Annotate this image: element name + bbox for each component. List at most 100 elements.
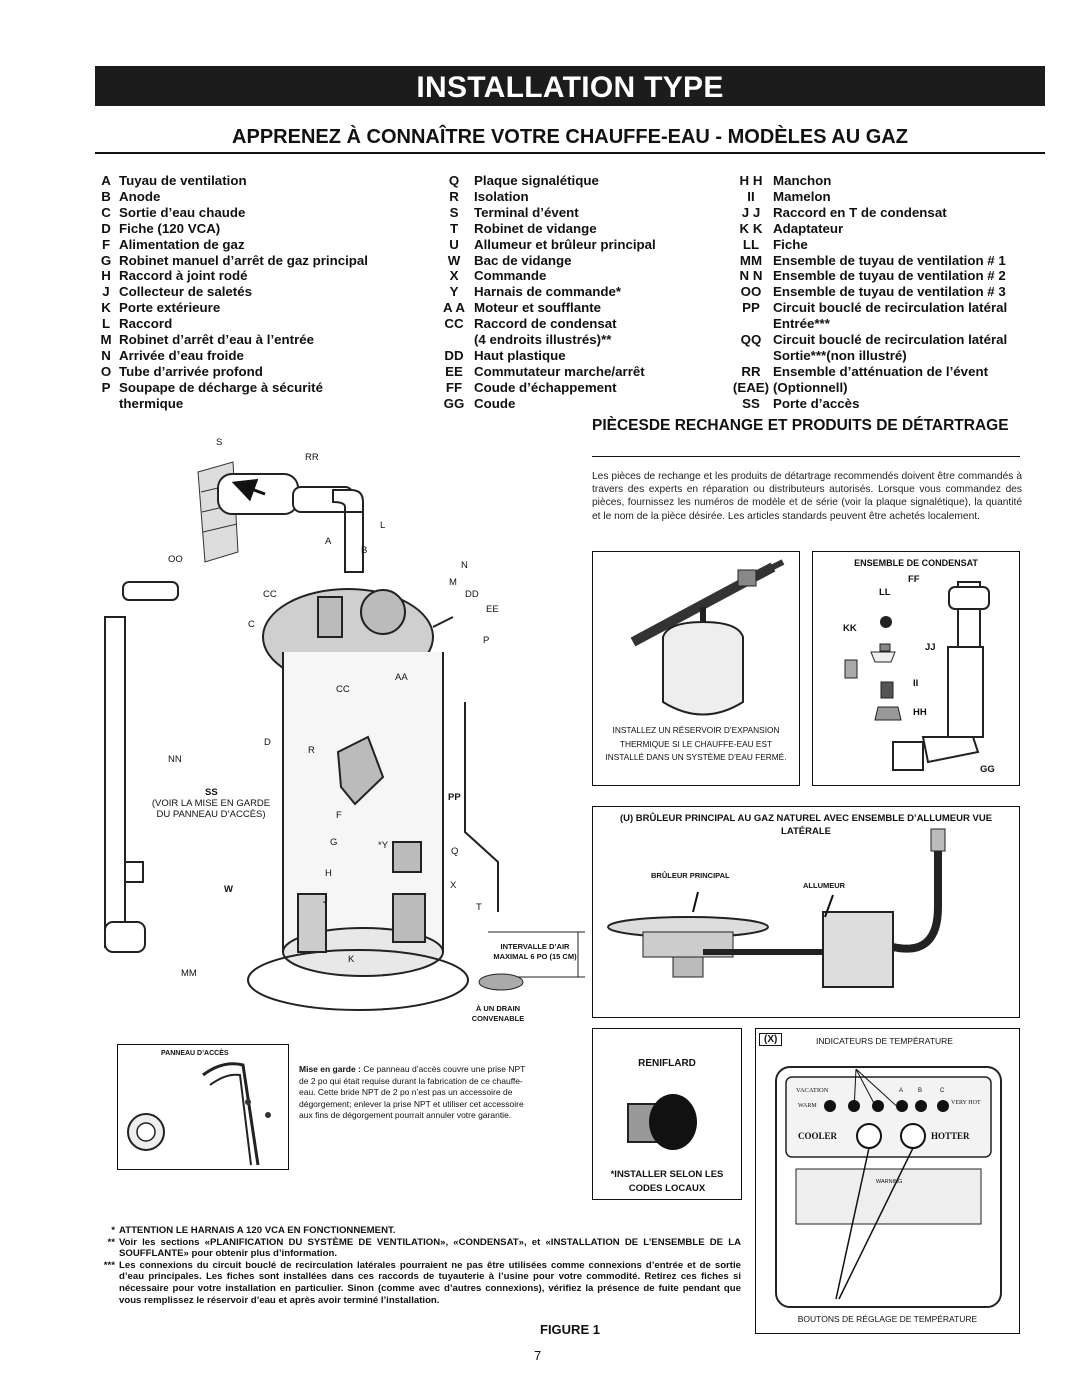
legend-code: FF <box>445 379 463 395</box>
footnote-mark: *** <box>103 1259 115 1271</box>
c-label: C <box>940 1088 945 1094</box>
label-a: A <box>325 536 332 547</box>
legend-code: M <box>100 332 112 348</box>
footnote-text: Les connexions du circuit bouclé de reci… <box>119 1259 741 1306</box>
legend-code: W <box>447 252 461 268</box>
figure-caption: FIGURE 1 <box>540 1322 600 1337</box>
legend-text: Anode <box>119 188 161 204</box>
legend-text: Coude <box>474 395 516 411</box>
legend-code: (EAE) <box>732 379 770 395</box>
footnote-mark: ** <box>107 1236 115 1248</box>
access-panel-title: PANNEAU D’ACCÈS <box>161 1050 229 1057</box>
legend-code <box>93 396 119 412</box>
access-panel-box: PANNEAU D’ACCÈS <box>117 1044 289 1170</box>
legend-text: Robinet d’arrêt d’eau à l’entrée <box>119 332 315 348</box>
legend-text: Manchon <box>773 173 832 188</box>
legend-item: Q Plaque signalétique <box>434 173 656 189</box>
footnote: * ATTENTION LE HARNAIS A 120 VCA EN FONCT… <box>93 1225 741 1237</box>
legend-code: OO <box>740 284 762 300</box>
legend-text: Bac de vidange <box>474 252 572 268</box>
breather-drawing <box>627 1094 697 1150</box>
label-p: P <box>483 635 490 646</box>
legend-text: Coude d’échappement <box>474 379 617 395</box>
label-hh: HH <box>913 707 927 718</box>
label-oo: OO <box>168 554 183 565</box>
legend-text: Porte d’accès <box>773 395 860 411</box>
legend-code: C <box>101 204 111 220</box>
footnote-text: Voir les sections «PLANIFICATION DU SYST… <box>119 1236 741 1260</box>
condensate-kit-title: ENSEMBLE DE CONDENSAT <box>854 558 978 568</box>
warm-label: WARM <box>798 1103 817 1109</box>
expansion-tank-caption: INSTALLEZ UN RÉSERVOIR D’EXPANSION THERM… <box>605 725 787 762</box>
legend-code: A A <box>443 300 465 316</box>
label-f: F <box>336 810 342 821</box>
breather-caption: *INSTALLER SELON LES CODES LOCAUX <box>610 1169 724 1194</box>
label-kk: KK <box>843 623 857 634</box>
burner-title: (U) BRÛLEUR PRINCIPAL AU GAZ NATUREL AVE… <box>619 813 993 837</box>
label-y: *Y <box>378 840 389 851</box>
warning-text: Ce panneau d’accès couvre une prise NPT … <box>299 1064 526 1121</box>
control-drawing <box>775 1066 1002 1308</box>
legend-code: J J <box>741 204 761 220</box>
parts-section-title: PIÈCESDE RECHANGE ET PRODUITS DE DÉTARTR… <box>592 417 1009 434</box>
parts-section-text: Les pièces de rechange et les produits d… <box>592 471 1022 522</box>
legend-text: Circuit bouclé de recirculation latéral <box>773 332 1008 348</box>
legend-code: EE <box>445 363 463 379</box>
legend-text: (Optionnell) <box>773 379 848 395</box>
footnote-text: ATTENTION LE HARNAIS A 120 VCA EN FONCTI… <box>119 1225 396 1236</box>
legend-item: M Robinet d’arrêt d’eau à l’entrée <box>93 332 368 348</box>
footnote-mark: * <box>111 1225 115 1236</box>
legend-code: Q <box>448 173 460 188</box>
very-hot-label: VERY HOT <box>951 1100 981 1106</box>
legend-text: Sortie d’eau chaude <box>119 204 246 220</box>
drain-label: À UN DRAIN CONVENABLE <box>471 1004 525 1023</box>
label-ff: FF <box>908 574 920 585</box>
legend-item: EE Commutateur marche/arrêt <box>434 364 656 380</box>
warning-sign-label: WARNING <box>876 1179 903 1185</box>
label-g: G <box>330 837 338 848</box>
legend-code: GG <box>443 395 465 411</box>
legend-text: Collecteur de saletés <box>119 284 253 300</box>
legend-code <box>731 348 771 364</box>
legend-code: DD <box>444 347 464 363</box>
legend-text: Commutateur marche/arrêt <box>474 363 645 379</box>
legend-text: Plaque signalétique <box>474 173 599 188</box>
legend-item: C Sortie d’eau chaude <box>93 205 368 221</box>
legend-text: Terminal d’évent <box>474 204 579 220</box>
footnote: ** Voir les sections «PLANIFICATION DU SY… <box>93 1237 741 1260</box>
label-nn: NN <box>168 754 182 765</box>
label-ee: EE <box>486 604 499 615</box>
condensate-kit-box: ENSEMBLE DE CONDENSAT FF LL KK JJ II HH … <box>812 551 1020 786</box>
legend-code: H H <box>739 173 763 188</box>
control-tag: (X) <box>759 1033 783 1046</box>
legend-code: D <box>101 220 111 236</box>
page-banner: INSTALLATION TYPE <box>95 66 1045 106</box>
legend-text: Moteur et soufflante <box>474 300 602 316</box>
legend-text: Porte extérieure <box>119 300 221 316</box>
legend-code <box>434 332 474 348</box>
legend-code: II <box>747 188 755 204</box>
legend-text: Arrivée d’eau froide <box>119 347 244 363</box>
label-j: J <box>323 895 328 906</box>
vacation-label: VACATION <box>796 1087 829 1094</box>
legend-text: Fiche (120 VCA) <box>119 220 221 236</box>
